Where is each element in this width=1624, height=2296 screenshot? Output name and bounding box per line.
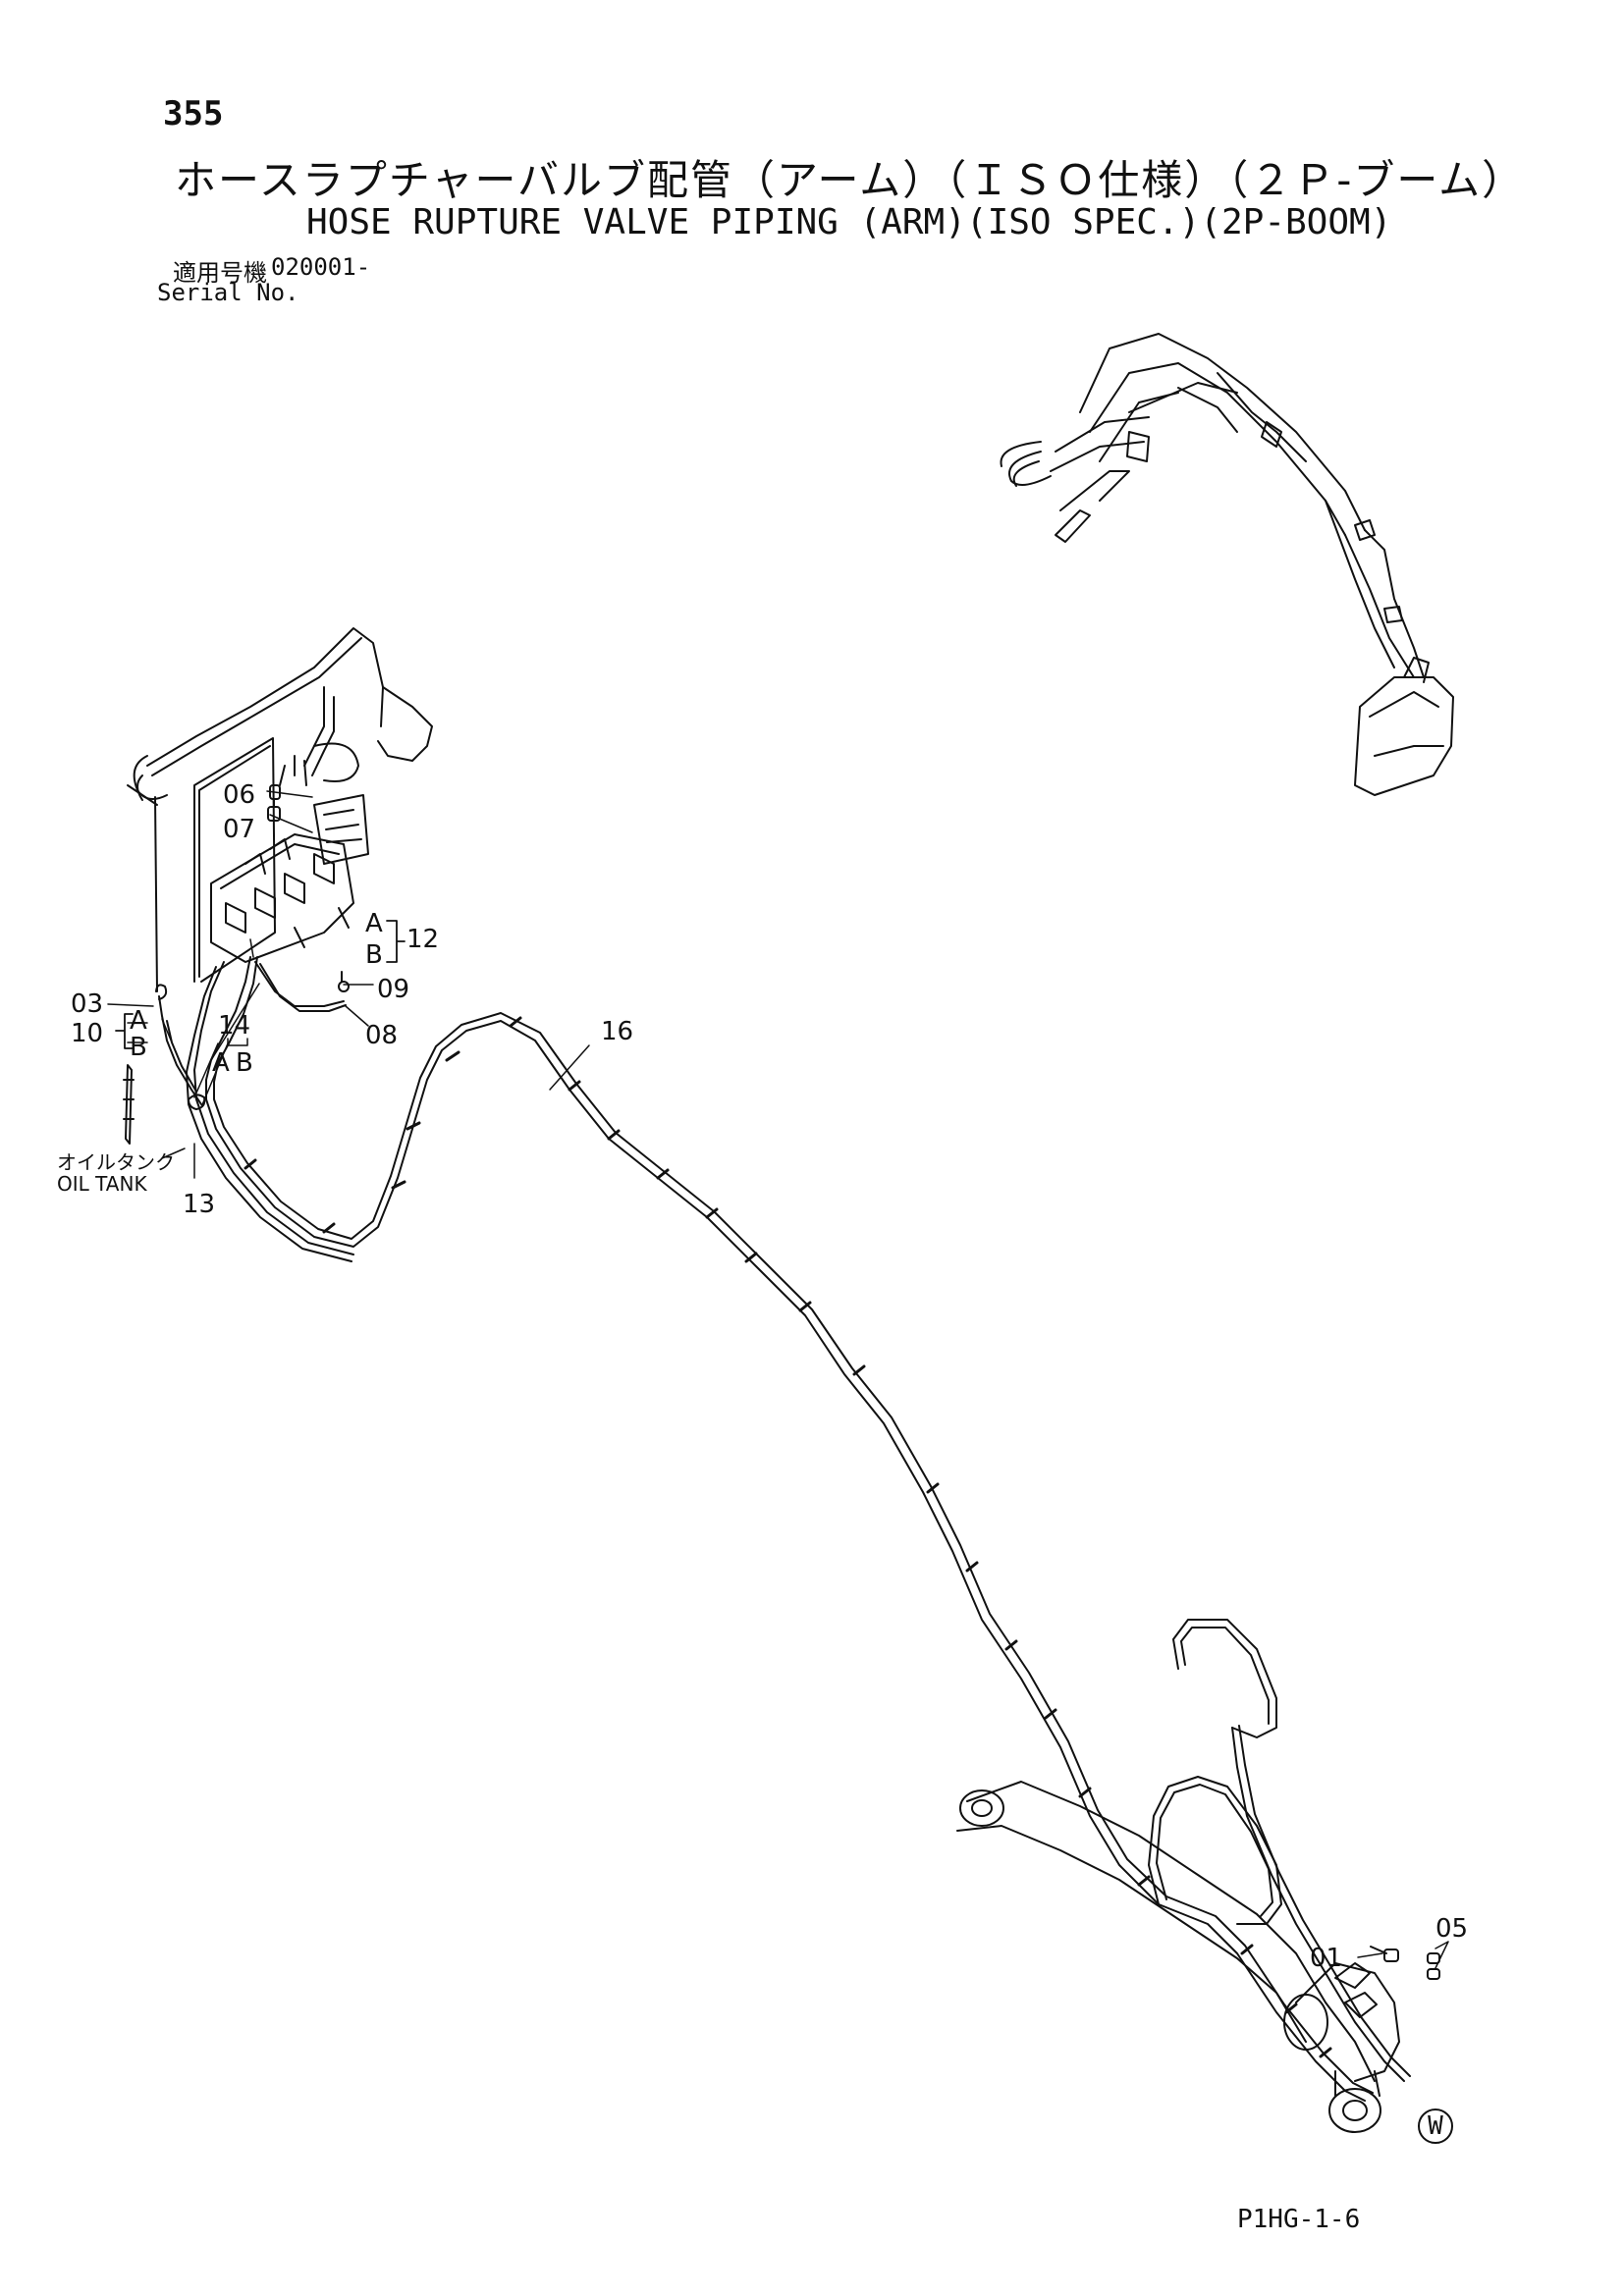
callout-10: 10 — [71, 1019, 104, 1048]
callout-05: 05 — [1435, 1914, 1469, 1944]
fittings-01-05 — [1370, 1946, 1440, 1980]
arm-cylinder — [956, 1781, 1400, 2133]
callout-12-b: B — [365, 940, 383, 970]
oil-tank-label-english: OIL TANK — [57, 1172, 147, 1196]
callout-08: 08 — [365, 1021, 399, 1050]
title-japanese: ホースラプチャーバルブ配管（アーム）（ＩＳＯ仕様）（２Ｐ-ブーム） — [175, 156, 1526, 204]
hose-clamps — [244, 1016, 1332, 2058]
callout-14-a: A — [212, 1048, 230, 1078]
callout-13: 13 — [183, 1190, 216, 1219]
callout-14-b: B — [236, 1048, 253, 1078]
brackets — [115, 920, 406, 1049]
callout-12: 12 — [406, 925, 440, 954]
callout-16: 16 — [601, 1017, 634, 1046]
callout-09: 09 — [377, 975, 410, 1004]
callout-07: 07 — [223, 815, 256, 844]
upper-piping — [127, 627, 433, 806]
callout-01: 01 — [1310, 1944, 1343, 1973]
callout-03: 03 — [71, 989, 104, 1019]
oil-tank-line — [123, 796, 206, 1145]
serial-label-japanese: 適用号機 — [173, 259, 267, 287]
figure-code: P1HG-1-6 — [1237, 2205, 1361, 2234]
callout-10-a: A — [130, 1006, 147, 1036]
callout-12-a: A — [365, 909, 383, 938]
page-number: 355 — [163, 94, 224, 133]
serial-value: 020001- — [271, 253, 371, 281]
main-hose-bundle — [186, 956, 1411, 2102]
title-english: HOSE RUPTURE VALVE PIPING (ARM)(ISO SPEC… — [306, 202, 1392, 242]
callout-10-b: B — [130, 1033, 147, 1062]
control-valve-frame — [193, 737, 276, 983]
serial-label-english: Serial No. — [157, 279, 299, 306]
callout-06: 06 — [223, 780, 256, 810]
w-mark-symbol: W — [1418, 2109, 1453, 2144]
valve-body — [210, 794, 369, 963]
oil-tank-label-japanese: オイルタンク — [57, 1150, 175, 1174]
excavator-arm-inset — [1000, 333, 1454, 796]
hose-08-09 — [254, 961, 350, 1012]
callout-14: 14 — [218, 1011, 251, 1041]
leader-lines — [107, 790, 1449, 1969]
